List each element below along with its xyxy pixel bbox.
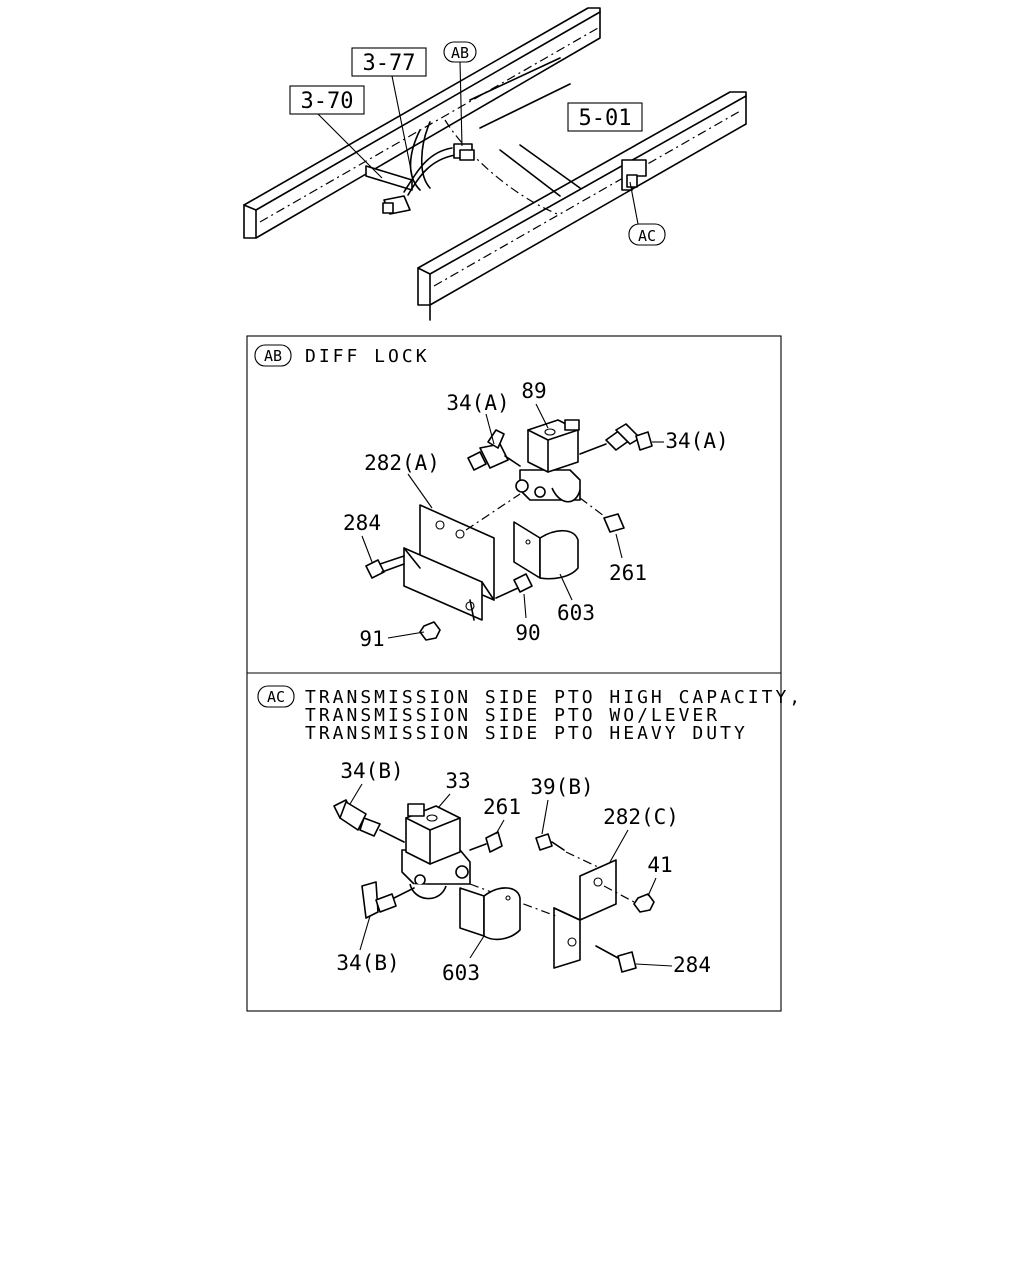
callout-ab: AB xyxy=(451,44,469,62)
part-label-284-ac: 284 xyxy=(673,953,711,977)
ref-3-70: 3-70 xyxy=(301,89,354,114)
part-label-261: 261 xyxy=(609,561,647,585)
ref-box-3-77 xyxy=(351,47,427,77)
part-label-34a-right: 34(A) xyxy=(665,429,728,453)
part-label-34b-bottom: 34(B) xyxy=(336,951,399,975)
part-label-282c: 282(C) xyxy=(603,805,679,829)
part-label-34a-left: 34(A) xyxy=(446,391,509,415)
ref-box-5-01 xyxy=(567,102,643,132)
section-diff-lock: AB DIFF LOCK xyxy=(254,344,729,651)
part-label-33: 33 xyxy=(445,769,470,793)
section-ab-tag: AB xyxy=(264,347,282,365)
part-label-90: 90 xyxy=(515,621,540,645)
part-label-39b: 39(B) xyxy=(530,775,593,799)
part-label-41: 41 xyxy=(647,853,672,877)
part-label-34b-top: 34(B) xyxy=(340,759,403,783)
section-ab-tag-oval xyxy=(254,344,292,367)
section-ac-title-line-3: TRANSMISSION SIDE PTO HEAVY DUTY xyxy=(305,723,748,744)
ref-box-3-70 xyxy=(289,85,365,115)
chassis-overview: 3-77 3-70 5-01 AB AC xyxy=(243,7,747,321)
callout-ac-oval xyxy=(628,223,666,246)
solenoid-valve-89 xyxy=(515,419,581,503)
part-label-261-ac: 261 xyxy=(483,795,521,819)
part-label-89: 89 xyxy=(521,379,546,403)
section-ac-title-line-2: TRANSMISSION SIDE PTO WO/LEVER xyxy=(305,705,720,726)
part-label-282a: 282(A) xyxy=(364,451,440,475)
section-ac-tag-oval xyxy=(257,685,295,708)
part-label-284: 284 xyxy=(343,511,381,535)
part-label-603: 603 xyxy=(557,601,595,625)
ref-3-77: 3-77 xyxy=(363,51,416,76)
ref-5-01: 5-01 xyxy=(579,106,632,131)
solenoid-valve-33 xyxy=(401,803,471,900)
section-ac-tag: AC xyxy=(267,688,285,706)
section-ab-title: DIFF LOCK xyxy=(305,346,430,367)
part-label-603-ac: 603 xyxy=(442,961,480,985)
section-transmission-pto: AC TRANSMISSION SIDE PTO HIGH CAPACITY, … xyxy=(257,685,803,985)
part-label-91: 91 xyxy=(359,627,384,651)
callout-ac: AC xyxy=(638,227,656,245)
section-ac-title-line-1: TRANSMISSION SIDE PTO HIGH CAPACITY, xyxy=(305,687,803,708)
